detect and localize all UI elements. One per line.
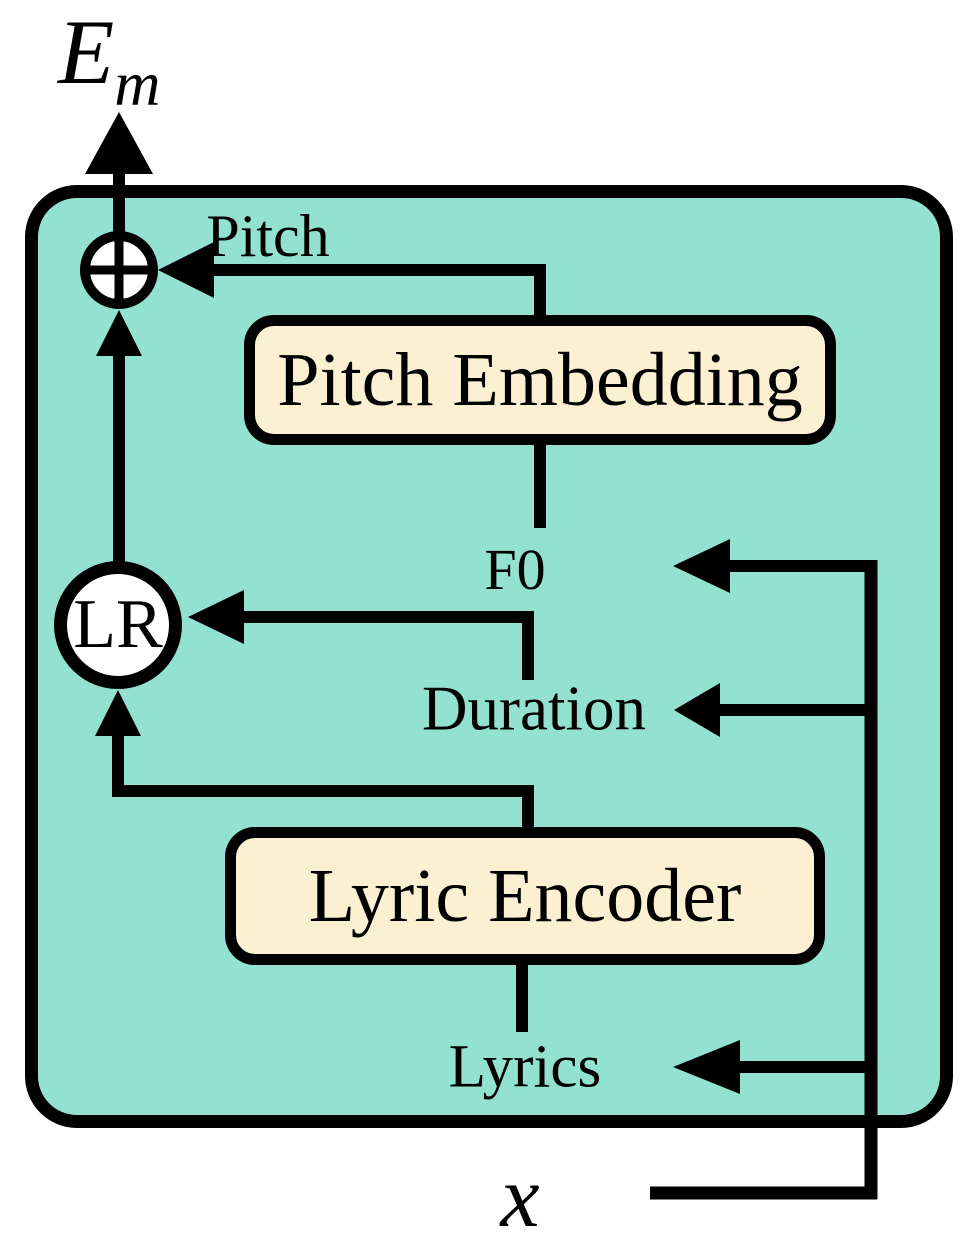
pitch-signal-label: Pitch <box>206 203 330 269</box>
output-label-em: Em <box>58 6 160 116</box>
f0-signal-label: F0 <box>484 537 546 602</box>
add-to-output-arrowhead-icon <box>85 112 153 174</box>
output-label-subscript: m <box>114 48 161 119</box>
lyric-encoder-label: Lyric Encoder <box>308 854 742 938</box>
length-regulator-node: LR <box>54 561 182 689</box>
lyric-encoder-node: Lyric Encoder <box>225 827 825 965</box>
duration-signal-label: Duration <box>422 673 646 744</box>
output-label-base: E <box>58 1 115 103</box>
pitch-embedding-node: Pitch Embedding <box>244 315 836 445</box>
lyrics-signal-label: Lyrics <box>448 1033 602 1101</box>
length-regulator-label: LR <box>73 586 163 663</box>
pitch-embedding-label: Pitch Embedding <box>277 338 803 422</box>
input-label-x: x <box>500 1149 540 1239</box>
